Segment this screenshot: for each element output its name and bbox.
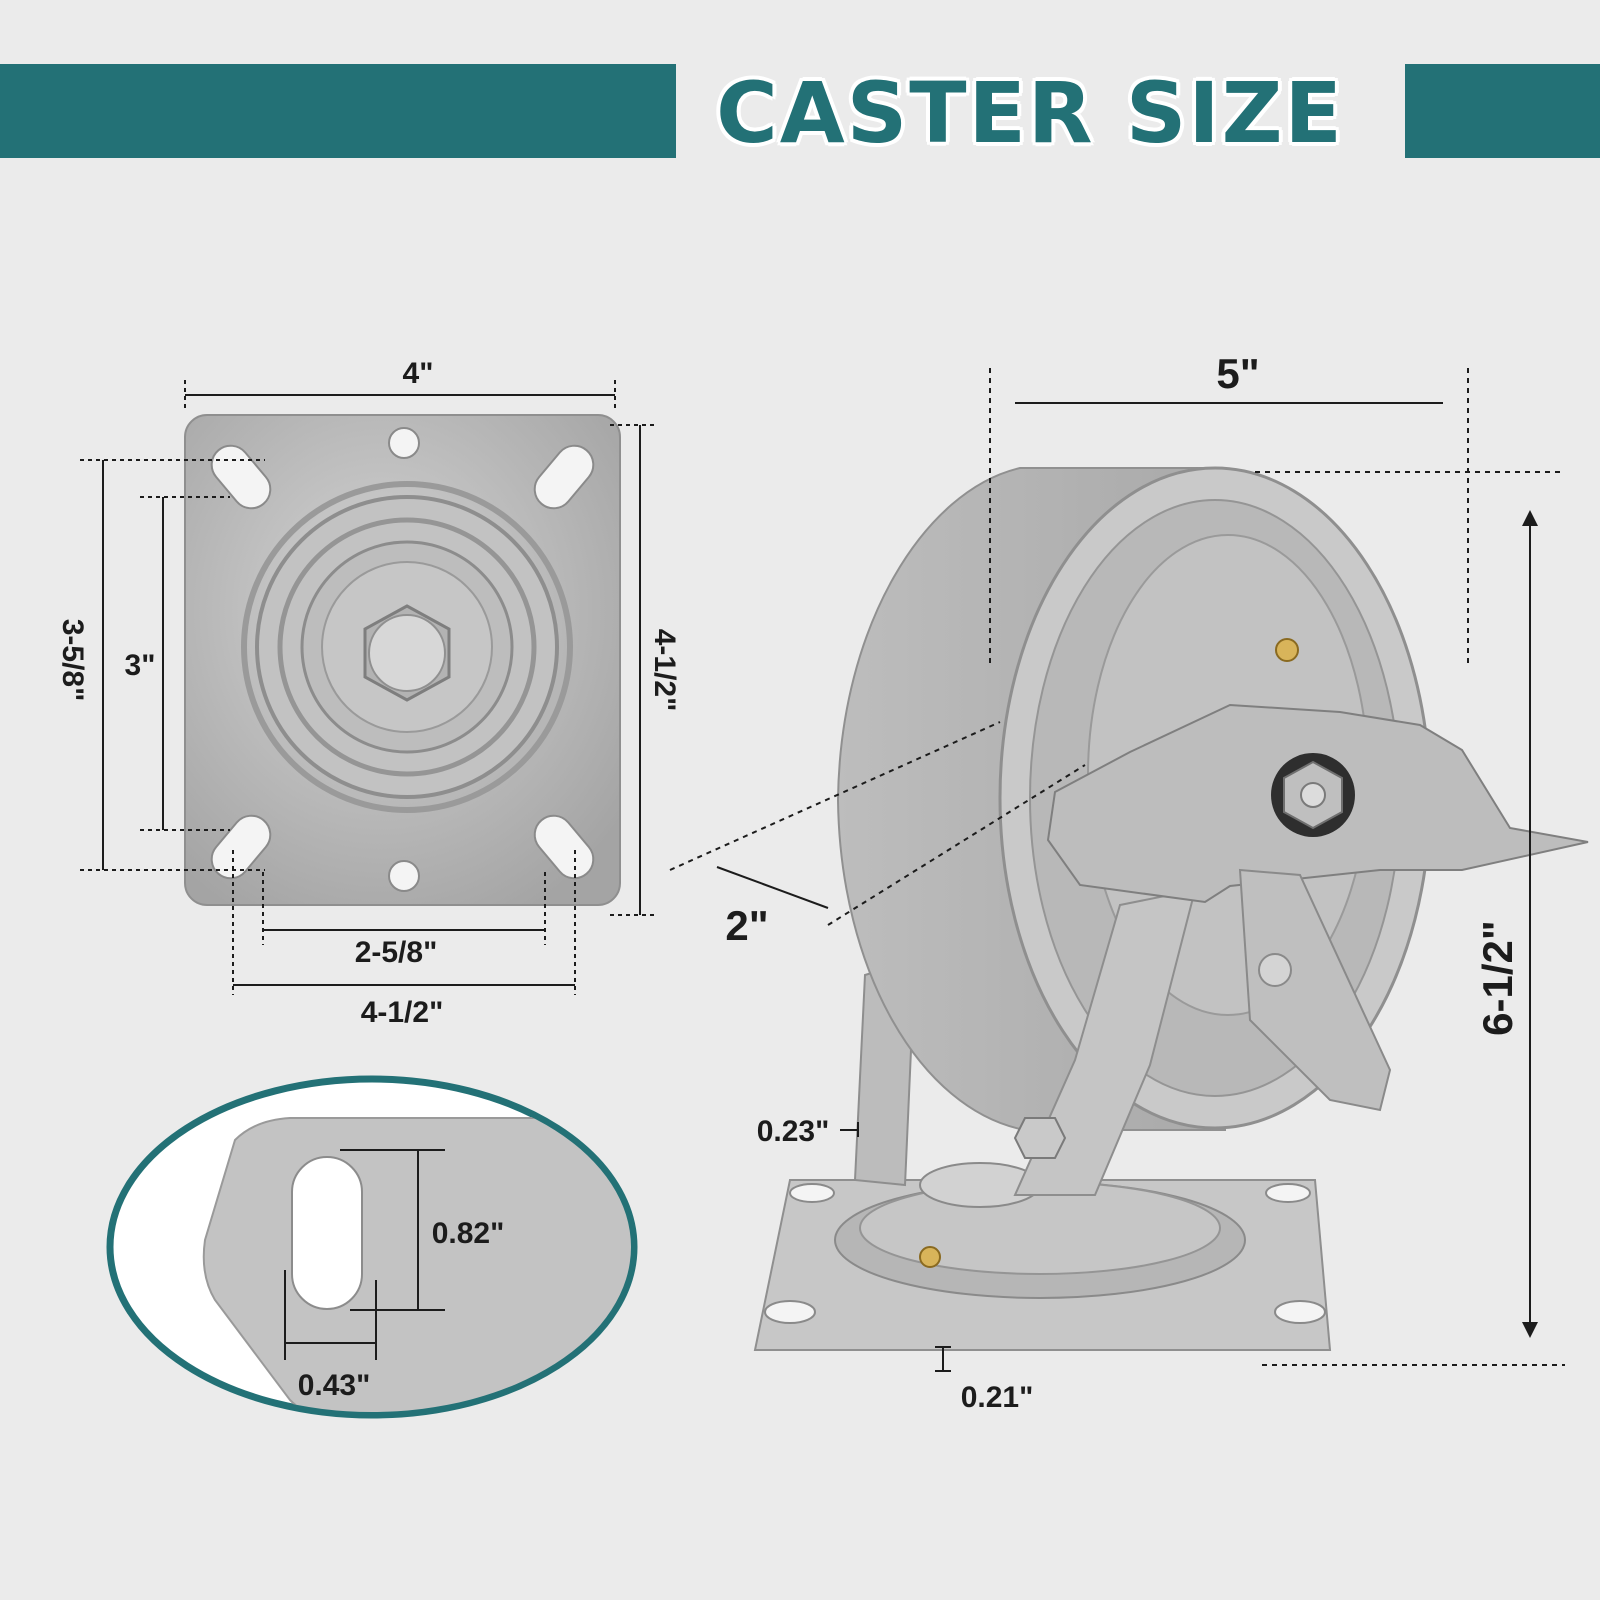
caster-wheel-assembly: [753, 466, 1589, 1351]
wheel-width-label: 2": [725, 902, 768, 949]
overall-height-label: 6-1/2": [1474, 920, 1521, 1036]
plate-width-label: 4": [403, 357, 434, 390]
slot-width-label: 0.43": [298, 1369, 371, 1402]
fork-thickness-label: 0.23": [757, 1115, 830, 1148]
slot-detail-callout: [106, 1075, 638, 1419]
header-band-right: [1405, 64, 1600, 158]
inner-hole-span-label: 3": [125, 649, 156, 682]
top-plate-dimension-lines: [80, 380, 655, 995]
outer-hole-span-label: 3-5/8": [56, 619, 89, 702]
wheel-diameter-label: 5": [1216, 350, 1259, 397]
mounting-plate-top-view: [184, 414, 621, 906]
outer-bolt-span-label: 4-1/2": [361, 996, 444, 1029]
caster-dimension-lines: [669, 368, 1565, 1372]
header-band-left: [0, 64, 676, 158]
slot-length-label: 0.82": [432, 1217, 505, 1250]
plate-height-label: 4-1/2": [648, 629, 681, 712]
inner-bolt-span-label: 2-5/8": [355, 936, 438, 969]
plate-thickness-label: 0.21": [961, 1381, 1034, 1414]
page-title: CASTER SIZE: [716, 64, 1344, 162]
